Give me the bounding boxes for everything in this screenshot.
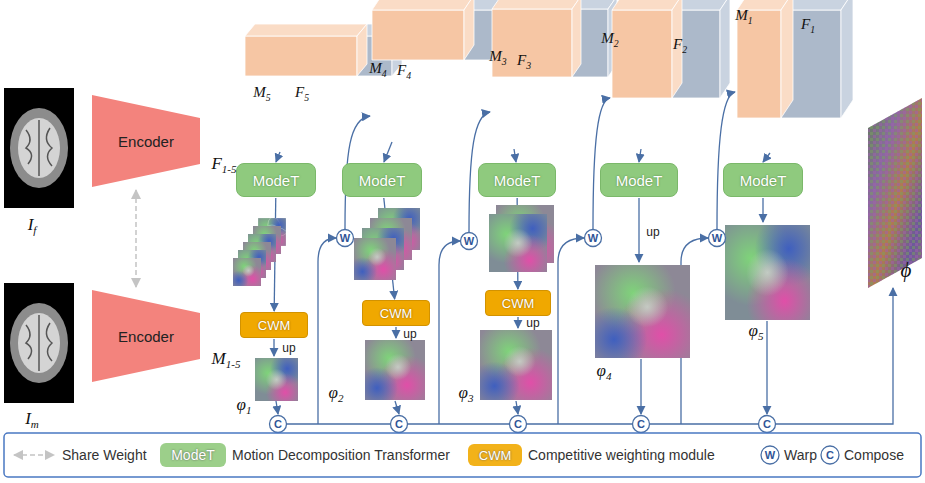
box-label: CWM [502, 296, 535, 311]
math-symbol: M4 [369, 61, 386, 78]
share-weight-arrow [135, 190, 137, 287]
encoder-block: Encoder [92, 290, 200, 382]
box-label: CWM [380, 306, 413, 321]
math-symbol: F1 [801, 17, 815, 34]
operator-symbol: C [395, 419, 403, 430]
upsample-label: up [282, 342, 295, 354]
box-label: Encoder [118, 328, 174, 345]
operator-symbol: C [763, 419, 771, 430]
math-symbol: F5 [295, 85, 309, 102]
math-symbol: M1-5 [212, 350, 241, 370]
box-label: ModeT [494, 172, 541, 189]
cwm-box: CWM [485, 290, 551, 316]
operator-symbol: C [637, 419, 645, 430]
math-symbol: F3 [517, 53, 531, 70]
cwm-box: CWM [362, 300, 430, 326]
operator-symbol: C [274, 419, 282, 430]
modet-box: ModeT [478, 163, 556, 197]
box-label: ModeT [740, 172, 787, 189]
math-symbol: M2 [601, 31, 618, 48]
math-symbol: F1-5 [211, 155, 236, 175]
operator-symbol: W [464, 236, 474, 247]
operator-symbol: C [826, 450, 834, 461]
math-symbol: Im [25, 410, 39, 430]
modet-box: ModeT [236, 163, 316, 197]
modet-box: ModeT [342, 163, 422, 197]
box-label: ModeT [253, 172, 300, 189]
legend-text: Motion Decomposition Transformer [232, 447, 450, 463]
box-label: Encoder [118, 133, 174, 150]
math-symbol: φ2 [329, 384, 344, 404]
math-symbol: ϕ [901, 260, 912, 281]
math-symbol: φ1 [237, 396, 252, 416]
legend-swatch-label: CWM [479, 449, 512, 462]
legend-text: Warp [784, 447, 817, 463]
math-symbol: M3 [489, 49, 506, 66]
math-symbol: If [28, 216, 37, 236]
modet-box: ModeT [600, 163, 678, 197]
operator-symbol: W [765, 450, 775, 461]
legend-swatch-label: ModeT [171, 448, 215, 462]
operator-symbol: W [340, 233, 350, 244]
upsample-label: up [646, 226, 659, 238]
legend-text: Competitive weighting module [528, 447, 715, 463]
legend-text: Compose [844, 447, 904, 463]
math-symbol: φ4 [597, 362, 612, 382]
encoder-block: Encoder [92, 95, 200, 187]
math-symbol: φ3 [459, 384, 474, 404]
math-symbol: M1 [735, 8, 752, 25]
math-symbol: F2 [673, 37, 687, 54]
cwm-box: CWM [240, 312, 308, 338]
math-symbol: φ5 [749, 322, 764, 342]
legend-text: Share Weight [62, 447, 147, 463]
modet-box: ModeT [723, 163, 803, 197]
box-label: ModeT [616, 172, 663, 189]
upsample-label: up [403, 328, 416, 340]
operator-symbol: W [712, 233, 722, 244]
math-symbol: F4 [397, 63, 411, 80]
box-label: CWM [258, 318, 291, 333]
operator-symbol: C [514, 419, 522, 430]
math-symbol: M5 [253, 85, 270, 102]
operator-symbol: W [588, 233, 598, 244]
box-label: ModeT [359, 172, 406, 189]
upsample-label: up [526, 317, 539, 329]
